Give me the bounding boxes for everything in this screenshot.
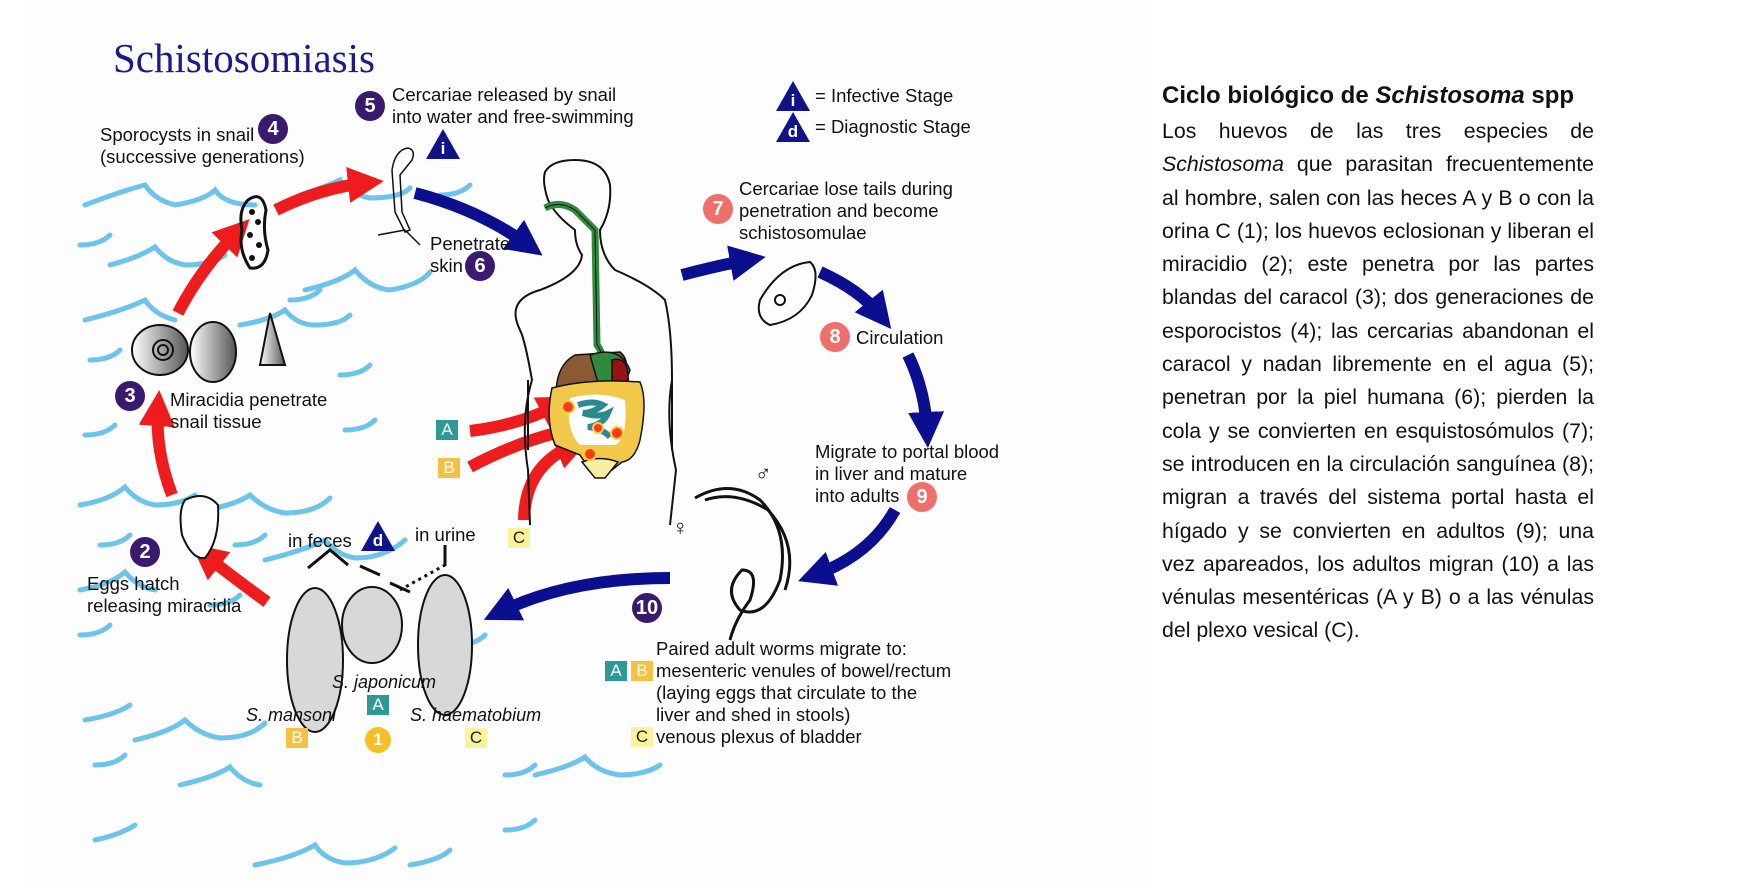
step-4-label: Sporocysts in snail (successive generati… [100, 124, 305, 167]
infective-stage-marker-icon: i [425, 128, 461, 160]
body-tag-c: C [508, 528, 530, 548]
step-8-label: Circulation [856, 327, 944, 348]
tag-b-mesenteric: B [631, 661, 653, 681]
step-3-badge: 3 [115, 381, 145, 411]
diagram-artwork [77, 147, 945, 868]
snail-illustrations [131, 312, 287, 383]
species-japonicum: S. japonicum [332, 672, 437, 692]
tag-a-japonicum: A [367, 695, 389, 715]
step-6-label: Penetrate skin [430, 233, 511, 276]
step-5-label: Cercariae released by snail into water a… [392, 84, 634, 127]
miracidium-illustration [179, 495, 220, 560]
tag-b-mansoni: B [286, 728, 308, 748]
blue-cycle-arrows [413, 187, 945, 621]
tag-c-bladder: C [631, 727, 653, 747]
infective-stage-icon: i [775, 80, 811, 112]
diagnostic-stage-icon: d [775, 111, 811, 143]
legend-infective: i = Infective Stage [775, 80, 953, 112]
small-intestine [577, 399, 614, 440]
schistosomulum-illustration [757, 260, 817, 327]
legend-infective-label: = Infective Stage [815, 85, 954, 106]
in-urine-label: in urine [415, 524, 476, 545]
step-9-label: Migrate to portal blood in liver and mat… [815, 441, 1000, 506]
step-5-badge: 5 [355, 91, 385, 121]
in-feces-label: in feces [288, 530, 352, 551]
adult-worms-illustration [694, 487, 792, 641]
step-6-badge: 6 [465, 251, 495, 281]
description-panel: Ciclo biológico de Schistosoma spp Los h… [1162, 80, 1594, 648]
step-2-badge: 2 [130, 537, 160, 567]
description-body: Los huevos de las tres especies de Schis… [1162, 119, 1594, 643]
legend-diagnostic-label: = Diagnostic Stage [815, 116, 971, 137]
body-tag-a: A [436, 420, 458, 440]
female-symbol: ♀ [672, 515, 689, 540]
step-9-badge: 9 [907, 482, 937, 512]
body-tag-b: B [438, 458, 460, 478]
sporocyst-illustration [239, 195, 270, 270]
step-10-label: Paired adult worms migrate to: mesenteri… [656, 638, 952, 747]
human-body [514, 158, 678, 526]
step-4-badge: 4 [258, 114, 288, 144]
cercaria-illustration [377, 147, 421, 246]
species-mansoni: S. mansoni [246, 705, 337, 725]
legend-diagnostic: d = Diagnostic Stage [775, 111, 971, 143]
step-8-badge: 8 [820, 322, 850, 352]
bladder [580, 457, 620, 479]
life-cycle-figure: Schistosomiasis i = Infective Stage d = … [30, 0, 1145, 887]
step-3-label: Miracidia penetrate snail tissue [170, 389, 328, 432]
diagnostic-stage-marker-icon: d [360, 520, 396, 552]
step-2-label: Eggs hatch releasing miracidia [87, 573, 242, 616]
figure-title: Schistosomiasis [113, 35, 375, 81]
step-7-badge: 7 [703, 194, 733, 224]
infection-sites [561, 400, 624, 461]
step-10-badge: 10 [632, 593, 662, 623]
male-symbol: ♂ [755, 461, 772, 486]
egg-source-lines [307, 545, 447, 594]
tag-a-mesenteric: A [605, 661, 627, 681]
species-haematobium: S. haematobium [410, 705, 542, 725]
egg-illustrations [286, 574, 473, 733]
water-waves [77, 176, 663, 868]
description-title: Ciclo biológico de Schistosoma spp [1162, 82, 1575, 109]
step-1-badge: 1 [365, 727, 391, 753]
step-7-label: Cercariae lose tails during penetration … [739, 178, 953, 243]
tag-c-haematobium: C [465, 728, 487, 748]
